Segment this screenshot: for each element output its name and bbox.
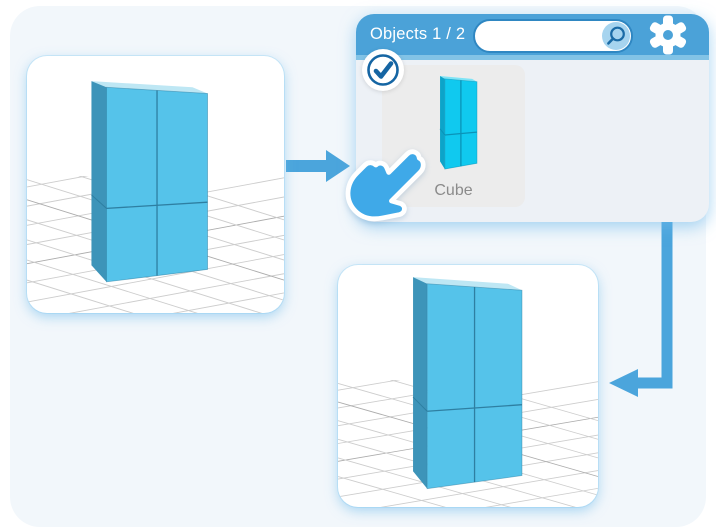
- scene-before-card: [27, 56, 284, 313]
- hand-tap-cursor-icon: [345, 149, 426, 222]
- objects-panel-header: Objects 1 / 2: [356, 14, 709, 60]
- search-icon[interactable]: [602, 22, 630, 50]
- settings-gear-icon[interactable]: [647, 14, 689, 56]
- search-input[interactable]: [475, 21, 676, 51]
- arrow-right-icon: [286, 150, 350, 182]
- arrow-elbow-down-left-icon: [609, 218, 673, 397]
- panel-title: Objects 1 / 2: [370, 25, 466, 43]
- selected-check-icon[interactable]: [360, 47, 406, 93]
- cube-object: [413, 277, 522, 489]
- 3d-viewport-after: [338, 277, 598, 507]
- object-label: Cube: [434, 182, 473, 199]
- 3d-viewport-before: [27, 81, 284, 313]
- scene-after-card: [338, 265, 598, 507]
- objects-panel: Objects 1 / 2: [356, 14, 709, 222]
- cube-object: [91, 81, 208, 282]
- search-box[interactable]: [473, 19, 676, 53]
